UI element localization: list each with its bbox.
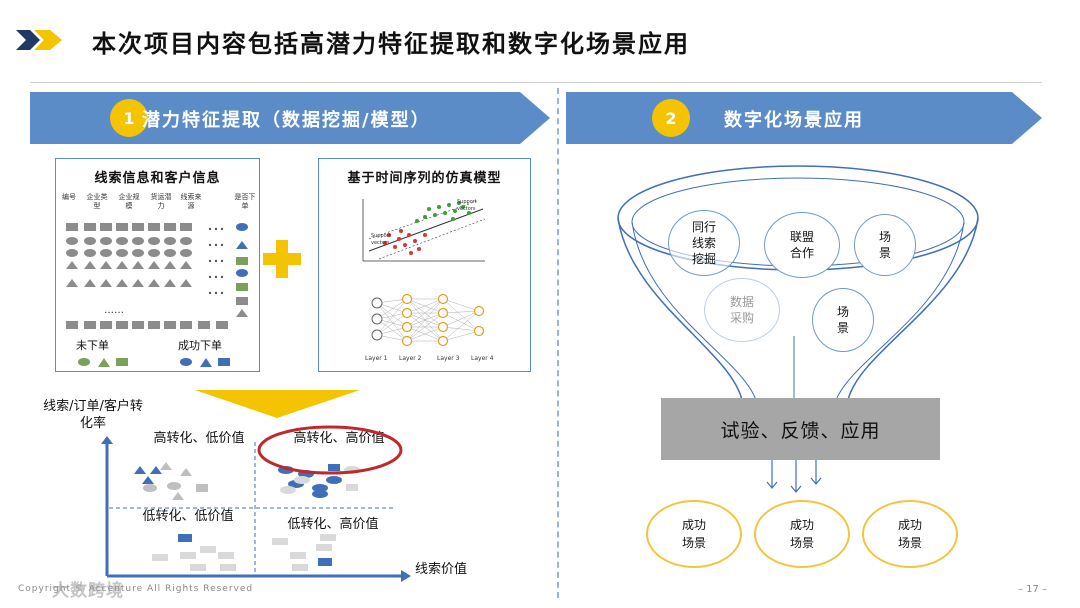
data-shapes-grid <box>66 223 248 329</box>
support-vectors-label-b: Support vectors <box>371 233 391 246</box>
chevron-logo-icon <box>16 30 62 50</box>
ellipsis-row: …… <box>104 305 124 316</box>
success-scene-2: 成功场景 <box>754 500 850 568</box>
header-divider <box>30 82 1042 83</box>
model-box-title: 基于时间序列的仿真模型 <box>347 171 502 186</box>
funnel-circle-scene-b: 场景 <box>812 288 874 352</box>
quadrant-top-right-label: 高转化、高价值 <box>293 431 385 446</box>
model-box: 基于时间序列的仿真模型 Support vectors Support vect… <box>318 158 531 372</box>
neural-network-diagram <box>371 293 485 347</box>
quadrant-markers <box>134 462 360 571</box>
col-header: 企业规模 <box>118 193 140 210</box>
ordered-legend: 成功下单 <box>178 337 238 372</box>
funnel-circle-alliance: 联盟合作 <box>764 212 840 278</box>
page-number: – 17 – <box>1018 584 1048 595</box>
test-feedback-apply-bar: 试验、反馈、应用 <box>661 398 940 460</box>
not-ordered-label: 未下单 <box>76 339 109 352</box>
success-scene-3: 成功场景 <box>862 500 958 568</box>
copyright-text: Copyright © Accenture All Rights Reserve… <box>18 584 254 594</box>
watermark-text: 大数跨境 <box>52 581 124 601</box>
quadrant-bottom-right-label: 低转化、高价值 <box>287 517 379 532</box>
highlight-ellipse <box>257 425 403 475</box>
quadrant-top-left-label: 高转化、低价值 <box>153 431 245 446</box>
support-vectors-label-a: Support vectors <box>457 199 477 212</box>
layer-4-label: Layer 4 <box>471 355 494 362</box>
svm-scatter-plot <box>362 199 486 262</box>
quadrant-axes <box>101 436 411 582</box>
step-badge-1: 1 <box>110 99 148 137</box>
column-headers: 编号 企业类型 企业规模 货运潜力 线索来源 是否下单 <box>62 193 258 215</box>
quadrant-bottom-left-label: 低转化、低价值 <box>142 509 234 524</box>
col-header: 编号 <box>62 193 76 201</box>
x-axis-label: 线索价值 <box>415 562 468 577</box>
not-ordered-legend: 未下单 <box>76 337 136 372</box>
right-banner-label: 数字化场景应用 <box>724 110 864 131</box>
output-arrows <box>766 460 822 493</box>
funnel-circle-data-purchase: 数据采购 <box>704 278 780 342</box>
col-header: 是否下单 <box>234 193 256 210</box>
col-header: 线索来源 <box>180 193 202 210</box>
col-header: 企业类型 <box>86 193 108 210</box>
ordered-label: 成功下单 <box>178 339 222 352</box>
page-title: 本次项目内容包括高潜力特征提取和数字化场景应用 <box>92 30 690 58</box>
funnel-circle-peer-leads: 同行线索挖掘 <box>668 210 740 276</box>
data-info-box: 线索信息和客户信息 编号 企业类型 企业规模 货运潜力 线索来源 是否下单 ……… <box>55 158 260 372</box>
left-banner-label: 潜力特征提取（数据挖掘/模型） <box>142 110 431 131</box>
step-badge-2: 2 <box>652 99 690 137</box>
success-scene-1: 成功场景 <box>646 500 742 568</box>
col-header: 货运潜力 <box>150 193 172 210</box>
layer-1-label: Layer 1 <box>365 355 388 362</box>
section-divider <box>557 88 559 598</box>
right-banner: 2 数字化场景应用 <box>566 92 1042 144</box>
funnel-circle-scene-a: 场景 <box>854 214 916 276</box>
funnel-diagram <box>617 165 979 401</box>
info-box-title: 线索信息和客户信息 <box>94 171 221 186</box>
left-banner: 1 潜力特征提取（数据挖掘/模型） <box>30 92 550 144</box>
y-axis-label: 线索/订单/客户转化率 <box>43 399 143 431</box>
plus-icon <box>263 240 301 278</box>
layer-2-label: Layer 2 <box>399 355 422 362</box>
layer-3-label: Layer 3 <box>437 355 460 362</box>
down-arrow-icon <box>195 390 360 418</box>
